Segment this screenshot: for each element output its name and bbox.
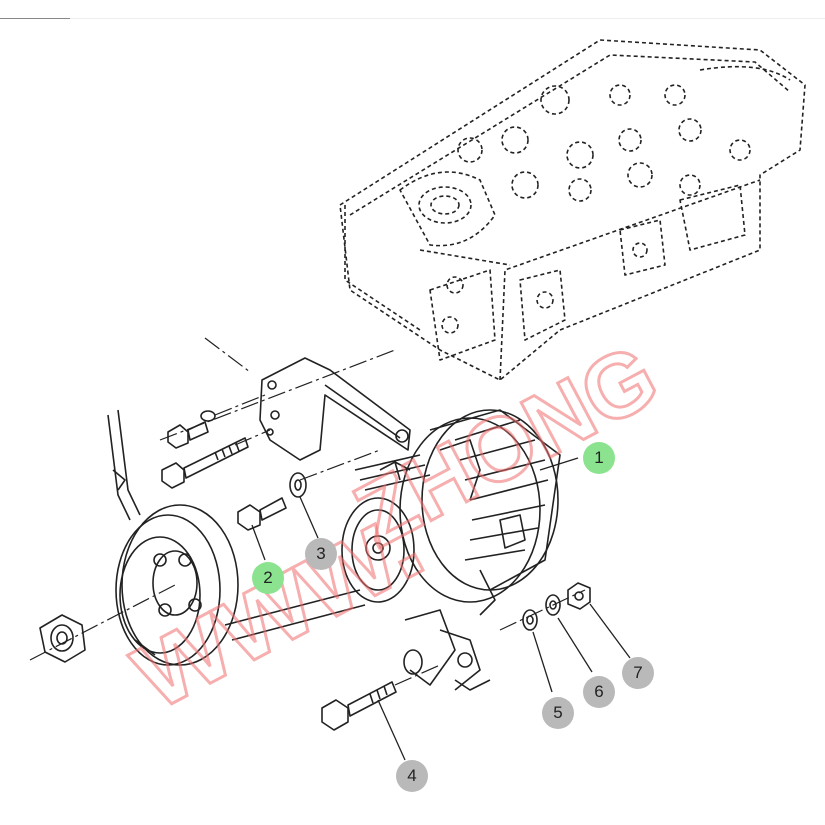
top-divider [0, 18, 825, 19]
alternator-icon [341, 409, 561, 691]
callout-2: 2 [252, 562, 284, 594]
callout-1: 1 [583, 442, 615, 474]
top-divider-accent [0, 18, 70, 19]
callout-5: 5 [542, 697, 574, 729]
watermark-logo-icon: www. ZHONG [104, 324, 675, 736]
nut-icon [39, 614, 86, 663]
callout-4: 4 [396, 760, 428, 792]
bracket-icon [259, 357, 411, 461]
crank-pulley-icon [115, 504, 239, 666]
bolt-icon [321, 681, 397, 731]
washer-icon [289, 472, 307, 498]
washer-icon [545, 594, 561, 616]
svg-text:ZHONG: ZHONG [340, 326, 674, 567]
nut-icon [567, 582, 591, 610]
bolt-icon [161, 410, 249, 489]
callout-7: 7 [622, 657, 654, 689]
bolt-icon [237, 497, 287, 531]
engine-block-icon [339, 39, 806, 381]
callout-6: 6 [583, 676, 615, 708]
washer-icon [522, 609, 538, 631]
callout-3: 3 [305, 538, 337, 570]
